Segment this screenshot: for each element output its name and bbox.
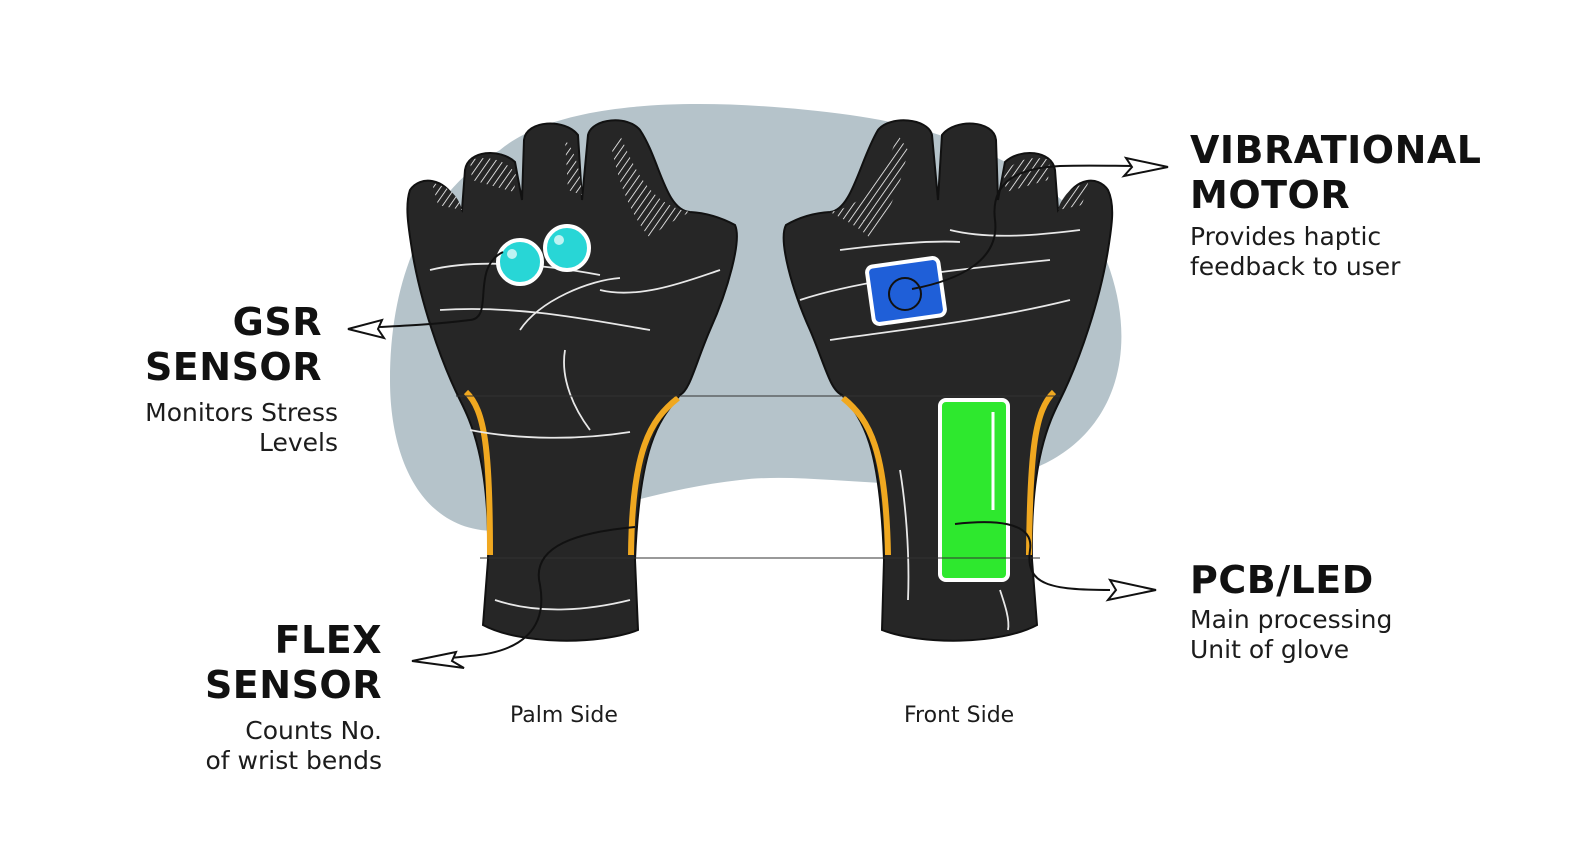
gsr-desc-1: Monitors Stress	[145, 398, 338, 427]
flex-arrowhead	[411, 650, 465, 669]
flex-title-2: SENSOR	[204, 663, 382, 707]
flex-desc-1: Counts No.	[245, 716, 382, 745]
gsr-sensor-circle-1	[496, 238, 544, 286]
front-left-strip	[841, 395, 891, 556]
vibration-title-2: MOTOR	[1190, 173, 1351, 217]
gsr-highlight-1	[507, 249, 517, 259]
palm-side-glove	[406, 119, 738, 642]
palm-right-strip	[628, 395, 680, 556]
pcb-desc-1: Main processing	[1190, 605, 1393, 634]
vibration-leader	[911, 164, 1141, 290]
gsr-desc: Monitors Stress Levels	[108, 398, 338, 458]
front-finger-hatch-1	[1058, 183, 1088, 210]
front-right-strip	[1026, 389, 1057, 556]
gsr-highlight-2	[554, 235, 564, 245]
gsr-arrowhead	[347, 318, 387, 340]
palm-left-strip	[463, 389, 493, 556]
palm-side-caption: Palm Side	[510, 703, 618, 728]
pcb-arrowhead	[1105, 578, 1157, 602]
gsr-sensor-circle-2	[543, 224, 591, 272]
front-crease-lines	[799, 229, 1081, 631]
front-side-caption: Front Side	[904, 703, 1015, 728]
palm-finger-hatch-2	[470, 158, 516, 192]
flex-desc-2: of wrist bends	[205, 746, 382, 775]
pcb-led-board	[938, 398, 1010, 582]
pcb-leader	[954, 521, 1111, 591]
front-thumb-hatch	[830, 135, 908, 238]
flex-desc: Counts No. of wrist bends	[62, 716, 382, 776]
vibration-callout: VIBRATIONAL MOTOR Provides haptic feedba…	[1190, 128, 1560, 282]
palm-finger-hatch-1	[432, 183, 462, 210]
vibration-arrowhead	[1121, 156, 1169, 178]
pcb-desc-2: Unit of glove	[1190, 635, 1350, 664]
vibration-title-1: VIBRATIONAL	[1190, 128, 1482, 172]
gsr-callout: GSR SENSOR	[2, 300, 322, 390]
flex-callout: FLEX SENSOR	[62, 618, 382, 708]
front-finger-hatch-2	[1004, 158, 1050, 192]
vibrational-motor-knob	[888, 277, 922, 311]
gsr-title-1: GSR	[232, 300, 322, 344]
vibration-desc-1: Provides haptic	[1190, 222, 1382, 251]
palm-thumb-hatch	[612, 135, 690, 238]
pcb-title-1: PCB/LED	[1190, 558, 1374, 602]
gsr-leader	[359, 251, 504, 329]
arrowheads	[347, 156, 1169, 669]
palm-finger-hatch-3	[565, 140, 582, 195]
gsr-desc-2: Levels	[258, 428, 338, 457]
pcb-callout: PCB/LED Main processing Unit of glove	[1190, 558, 1560, 665]
front-side-glove	[782, 119, 1114, 642]
vibration-desc-2: feedback to user	[1190, 252, 1401, 281]
flex-title-1: FLEX	[274, 618, 382, 662]
gsr-title-2: SENSOR	[144, 345, 322, 389]
